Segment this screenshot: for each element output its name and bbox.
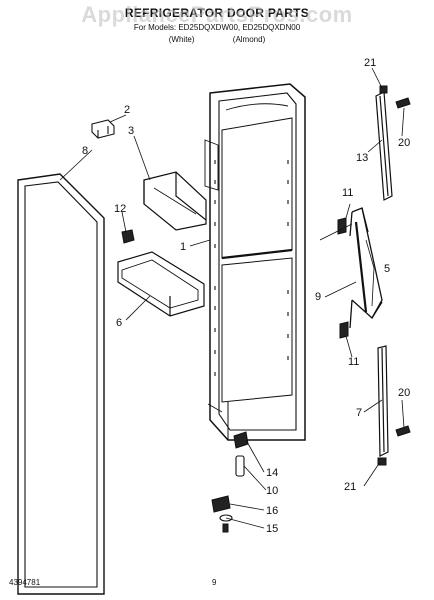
callout-2: 2 [124, 104, 130, 116]
door-panel [204, 83, 306, 441]
upper-door-bin [143, 171, 207, 231]
door-gasket [17, 173, 105, 595]
callout-9: 9 [315, 291, 321, 303]
callout-13: 13 [356, 152, 368, 164]
callout-5: 5 [384, 263, 390, 275]
callout-6: 6 [116, 317, 122, 329]
callout-11-top: 11 [342, 187, 353, 199]
callout-15: 15 [266, 523, 278, 535]
screw-lower [395, 425, 411, 437]
callout-20-bottom: 20 [398, 387, 410, 399]
color-almond-label: (Almond) [232, 35, 266, 44]
lower-handle-trim [377, 345, 389, 457]
bin-end-cap [121, 229, 135, 244]
callout-labels: 1 2 3 5 6 7 8 9 10 11 11 12 13 14 15 16 … [82, 57, 410, 535]
door-handle [349, 207, 383, 329]
leader-lines [59, 67, 405, 529]
callout-21-top: 21 [364, 57, 376, 69]
callout-12: 12 [114, 203, 126, 215]
callout-10: 10 [266, 485, 278, 497]
hinge-screw [222, 523, 229, 533]
callout-1: 1 [180, 241, 186, 253]
callout-8: 8 [82, 145, 88, 157]
hinge-bracket [211, 495, 231, 513]
callout-7: 7 [356, 407, 362, 419]
footer-page-number: 9 [212, 578, 217, 587]
hinge-pin [235, 455, 245, 477]
models-line: For Models: ED25DQXDW00, ED25DQXDN00 [133, 23, 301, 32]
watermark: AppliancePartsPros.com [81, 2, 353, 27]
callout-21-bottom: 21 [344, 481, 356, 493]
trim-cap-bottom [377, 457, 387, 466]
hinge-bushing [233, 431, 249, 449]
callout-16: 16 [266, 505, 278, 517]
screw-upper [395, 97, 411, 109]
hinge-washer [219, 514, 233, 522]
handle-end-cap-top [337, 217, 347, 235]
callout-11-bottom: 11 [348, 356, 359, 368]
callout-20-top: 20 [398, 137, 410, 149]
trim-cap-top [379, 85, 388, 94]
color-white-label: (White) [168, 35, 195, 44]
callout-14: 14 [266, 467, 278, 479]
footer-part-number: 4394781 [9, 578, 41, 587]
clip-part [91, 119, 115, 139]
lower-door-bin [117, 251, 205, 317]
diagram-title: REFRIGERATOR DOOR PARTS [124, 6, 310, 20]
color-line: (White) (Almond) [0, 35, 434, 44]
upper-handle-trim [375, 91, 393, 201]
callout-3: 3 [128, 125, 134, 137]
handle-end-cap-bottom [339, 321, 349, 339]
